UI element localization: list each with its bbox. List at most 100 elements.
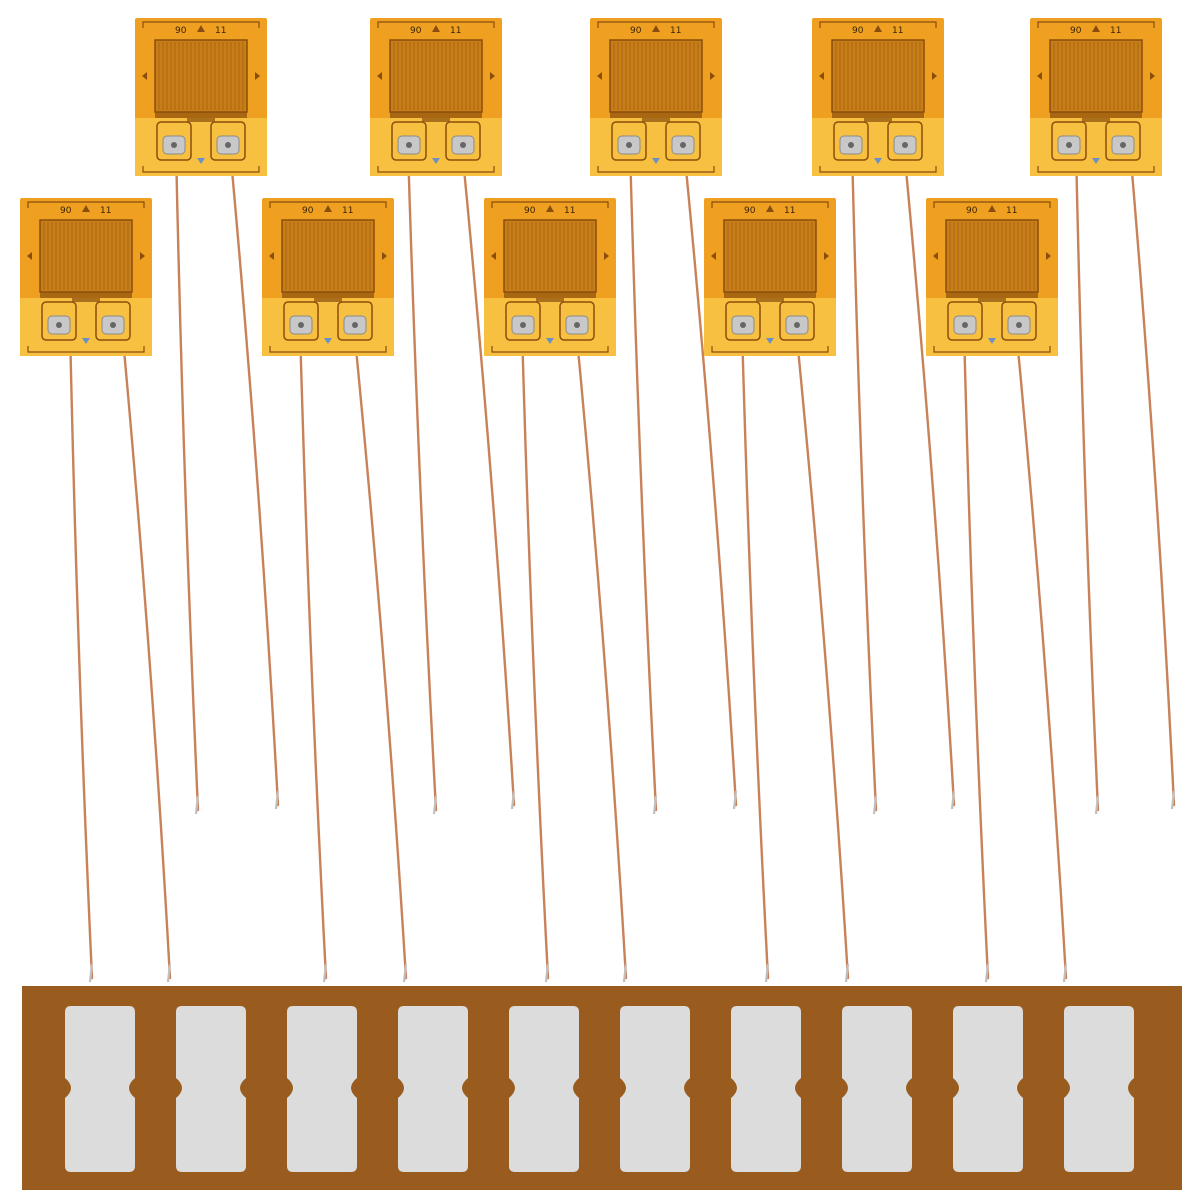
wire-tip xyxy=(166,963,172,983)
alignment-frame xyxy=(27,201,145,353)
gauge-label-left: 90 xyxy=(1070,26,1082,36)
solder-joint xyxy=(56,322,62,328)
grid-end-tabs xyxy=(504,292,596,302)
lead-wire xyxy=(794,326,850,980)
grid-end-tabs xyxy=(610,112,702,122)
gauge-film-lower xyxy=(812,118,944,176)
solder-joint xyxy=(794,322,800,328)
solder-joint xyxy=(574,322,580,328)
gauge-label-right: 11 xyxy=(1110,26,1121,36)
grid-end-tabs xyxy=(946,292,1038,302)
lead-wire xyxy=(682,146,738,807)
triangle-marker-icon xyxy=(432,25,440,32)
lead-wire xyxy=(1128,146,1176,807)
gauge-label-left: 90 xyxy=(175,26,187,36)
gauge-label-left: 90 xyxy=(966,206,978,216)
solder-joint xyxy=(225,142,231,148)
wire-tip xyxy=(88,963,94,983)
terminal-pad xyxy=(287,1006,357,1172)
gauge-film-lower xyxy=(484,298,616,356)
lead-wire xyxy=(68,326,94,980)
bottom-marker-icon xyxy=(874,158,882,164)
gauge-label-left: 90 xyxy=(630,26,642,36)
bottom-marker-icon xyxy=(652,158,660,164)
solder-joint xyxy=(171,142,177,148)
wire-tip xyxy=(622,963,628,983)
grid-end-tabs xyxy=(724,292,816,302)
alignment-frame xyxy=(491,201,609,353)
gauge-label-left: 90 xyxy=(302,206,314,216)
lead-wire xyxy=(574,326,628,980)
lead-wire xyxy=(962,326,990,980)
bottom-marker-icon xyxy=(988,338,996,344)
left-arrow-marker-icon xyxy=(933,252,938,260)
lead-wire xyxy=(902,146,956,807)
gauge-film-lower xyxy=(370,118,502,176)
solder-joint xyxy=(848,142,854,148)
solder-joint xyxy=(740,322,746,328)
gauge-film-lower xyxy=(262,298,394,356)
terminal-strip xyxy=(22,986,1182,1190)
right-arrow-marker-icon xyxy=(1046,252,1051,260)
gauge-label-left: 90 xyxy=(852,26,864,36)
terminal-pad xyxy=(1064,1006,1134,1172)
bottom-marker-icon xyxy=(324,338,332,344)
wire-tip xyxy=(432,795,438,815)
terminal-pad xyxy=(953,1006,1023,1172)
lead-wire xyxy=(406,146,438,812)
triangle-marker-icon xyxy=(546,205,554,212)
sensing-grid xyxy=(281,219,375,293)
right-arrow-marker-icon xyxy=(255,72,260,80)
terminal-pad xyxy=(842,1006,912,1172)
solder-joint xyxy=(1016,322,1022,328)
bottom-marker-icon xyxy=(197,158,205,164)
gauge-film-lower xyxy=(590,118,722,176)
triangle-marker-icon xyxy=(324,205,332,212)
wire-tip xyxy=(652,795,658,815)
grid-end-tabs xyxy=(155,112,247,122)
left-arrow-marker-icon xyxy=(1037,72,1042,80)
lead-wire xyxy=(120,326,172,980)
wire-tip xyxy=(872,795,878,815)
wire-tip xyxy=(194,795,200,815)
right-arrow-marker-icon xyxy=(824,252,829,260)
grid-end-tabs xyxy=(390,112,482,122)
right-arrow-marker-icon xyxy=(604,252,609,260)
sensing-grid xyxy=(609,39,703,113)
gauge-label-left: 90 xyxy=(60,206,72,216)
right-arrow-marker-icon xyxy=(932,72,937,80)
lead-wire xyxy=(740,326,770,980)
sensing-grid xyxy=(389,39,483,113)
solder-joint xyxy=(626,142,632,148)
grid-end-tabs xyxy=(282,292,374,302)
gauge-label-right: 11 xyxy=(784,206,795,216)
solder-joint xyxy=(352,322,358,328)
terminal-pad xyxy=(509,1006,579,1172)
lead-wire xyxy=(850,146,878,812)
wire-tip xyxy=(984,963,990,983)
triangle-marker-icon xyxy=(988,205,996,212)
lead-wires xyxy=(68,146,1176,983)
alignment-frame xyxy=(377,21,495,173)
gauge-film-lower xyxy=(1030,118,1162,176)
gauge-film-lower xyxy=(135,118,267,176)
triangle-marker-icon xyxy=(1092,25,1100,32)
alignment-frame xyxy=(142,21,260,173)
left-arrow-marker-icon xyxy=(269,252,274,260)
bottom-marker-icon xyxy=(766,338,774,344)
lead-wire xyxy=(628,146,658,812)
wire-tip xyxy=(1062,963,1068,983)
right-arrow-marker-icon xyxy=(382,252,387,260)
gauge-label-right: 11 xyxy=(450,26,461,36)
left-arrow-marker-icon xyxy=(142,72,147,80)
left-arrow-marker-icon xyxy=(711,252,716,260)
sensing-grid xyxy=(945,219,1039,293)
triangle-marker-icon xyxy=(82,205,90,212)
solder-joint xyxy=(298,322,304,328)
